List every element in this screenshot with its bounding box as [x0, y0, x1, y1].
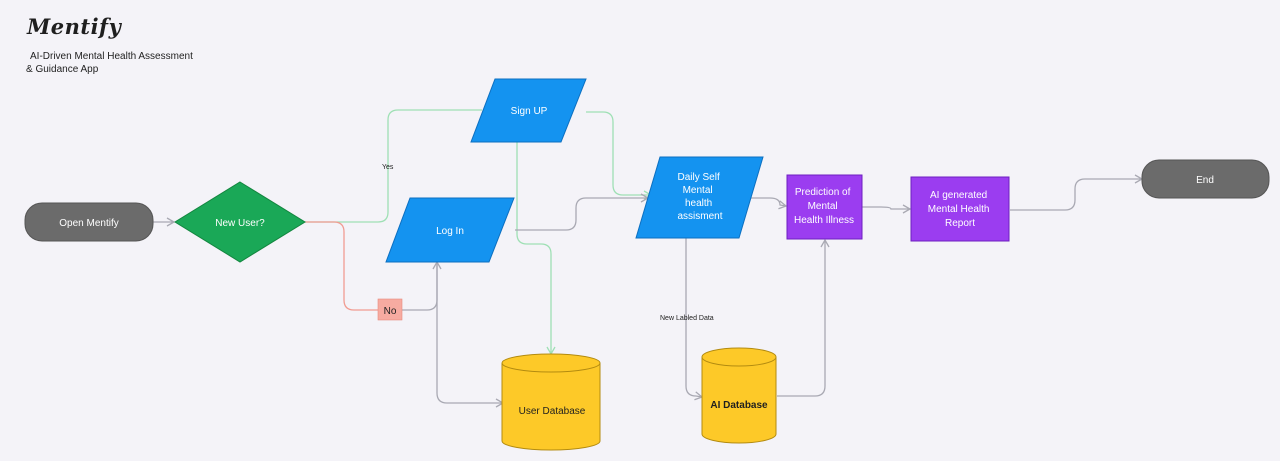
- node-sign-up-label: Sign UP: [511, 106, 548, 117]
- report-line-2: Mental Health: [928, 204, 990, 215]
- report-line-3: Report: [945, 218, 975, 229]
- edge-report-to-end: [1010, 174, 1144, 211]
- node-ai-report-label: AI generated Mental Health Report: [928, 190, 992, 229]
- node-new-user-label: New User?: [215, 218, 265, 229]
- edges: [153, 109, 1144, 408]
- node-new-user-decision[interactable]: New User?: [174, 181, 306, 263]
- edge-daily-to-prediction: [751, 197, 788, 210]
- daily-line-4: assisment: [677, 211, 722, 222]
- node-ai-report[interactable]: AI generated Mental Health Report: [910, 176, 1010, 242]
- node-open-mentify[interactable]: Open Mentify: [24, 202, 154, 242]
- node-ai-database-label: AI Database: [710, 400, 768, 411]
- node-log-in-label: Log In: [436, 226, 464, 237]
- node-ai-database[interactable]: AI Database: [701, 347, 777, 444]
- no-badge: No: [377, 298, 403, 321]
- edge-daily-to-aidb: [685, 238, 704, 401]
- node-daily-self-assessment[interactable]: Daily Self Mental health assisment: [635, 156, 764, 239]
- node-end[interactable]: End: [1141, 159, 1270, 199]
- app-subtitle: AI-Driven Mental Health Assessment & Gui…: [26, 50, 226, 76]
- report-line-1: AI generated: [930, 190, 987, 201]
- node-open-mentify-label: Open Mentify: [59, 218, 118, 229]
- edge-signup-to-daily: [586, 111, 653, 200]
- prediction-line-3: Health Illness: [794, 215, 854, 226]
- daily-line-1: Daily Self: [677, 172, 719, 183]
- edge-prediction-to-report: [862, 204, 912, 214]
- daily-line-2: Mental: [683, 185, 713, 196]
- node-sign-up[interactable]: Sign UP: [470, 78, 587, 143]
- node-prediction-label: Prediction of Mental Health Illness: [794, 187, 854, 226]
- node-log-in[interactable]: Log In: [385, 197, 515, 263]
- prediction-line-2: Mental: [808, 201, 838, 212]
- no-label: No: [384, 306, 397, 317]
- edge-login-to-userdb: [436, 262, 505, 408]
- edge-login-to-daily: [515, 193, 650, 231]
- subtitle-line-1: AI-Driven Mental Health Assessment: [30, 51, 193, 62]
- edge-aidb-to-prediction: [777, 238, 830, 397]
- node-user-database-label: User Database: [519, 406, 586, 417]
- daily-line-3: health: [685, 198, 712, 209]
- edge-newuser-no-login: [305, 221, 378, 311]
- node-user-database[interactable]: User Database: [501, 353, 601, 451]
- node-daily-self-label: Daily Self Mental health assisment: [677, 172, 722, 222]
- prediction-line-1: Prediction of: [795, 187, 851, 198]
- edge-signup-to-userdb: [516, 142, 556, 356]
- node-end-label: End: [1196, 175, 1214, 186]
- edge-no-to-login: [402, 260, 442, 311]
- new-labeled-data-label: New Labled Data: [660, 315, 714, 322]
- node-prediction[interactable]: Prediction of Mental Health Illness: [786, 174, 863, 240]
- yes-label: Yes: [382, 164, 394, 171]
- app-brand: Mentify: [27, 14, 122, 39]
- subtitle-line-2: & Guidance App: [26, 64, 99, 75]
- edge-newuser-yes-signup: [305, 109, 482, 223]
